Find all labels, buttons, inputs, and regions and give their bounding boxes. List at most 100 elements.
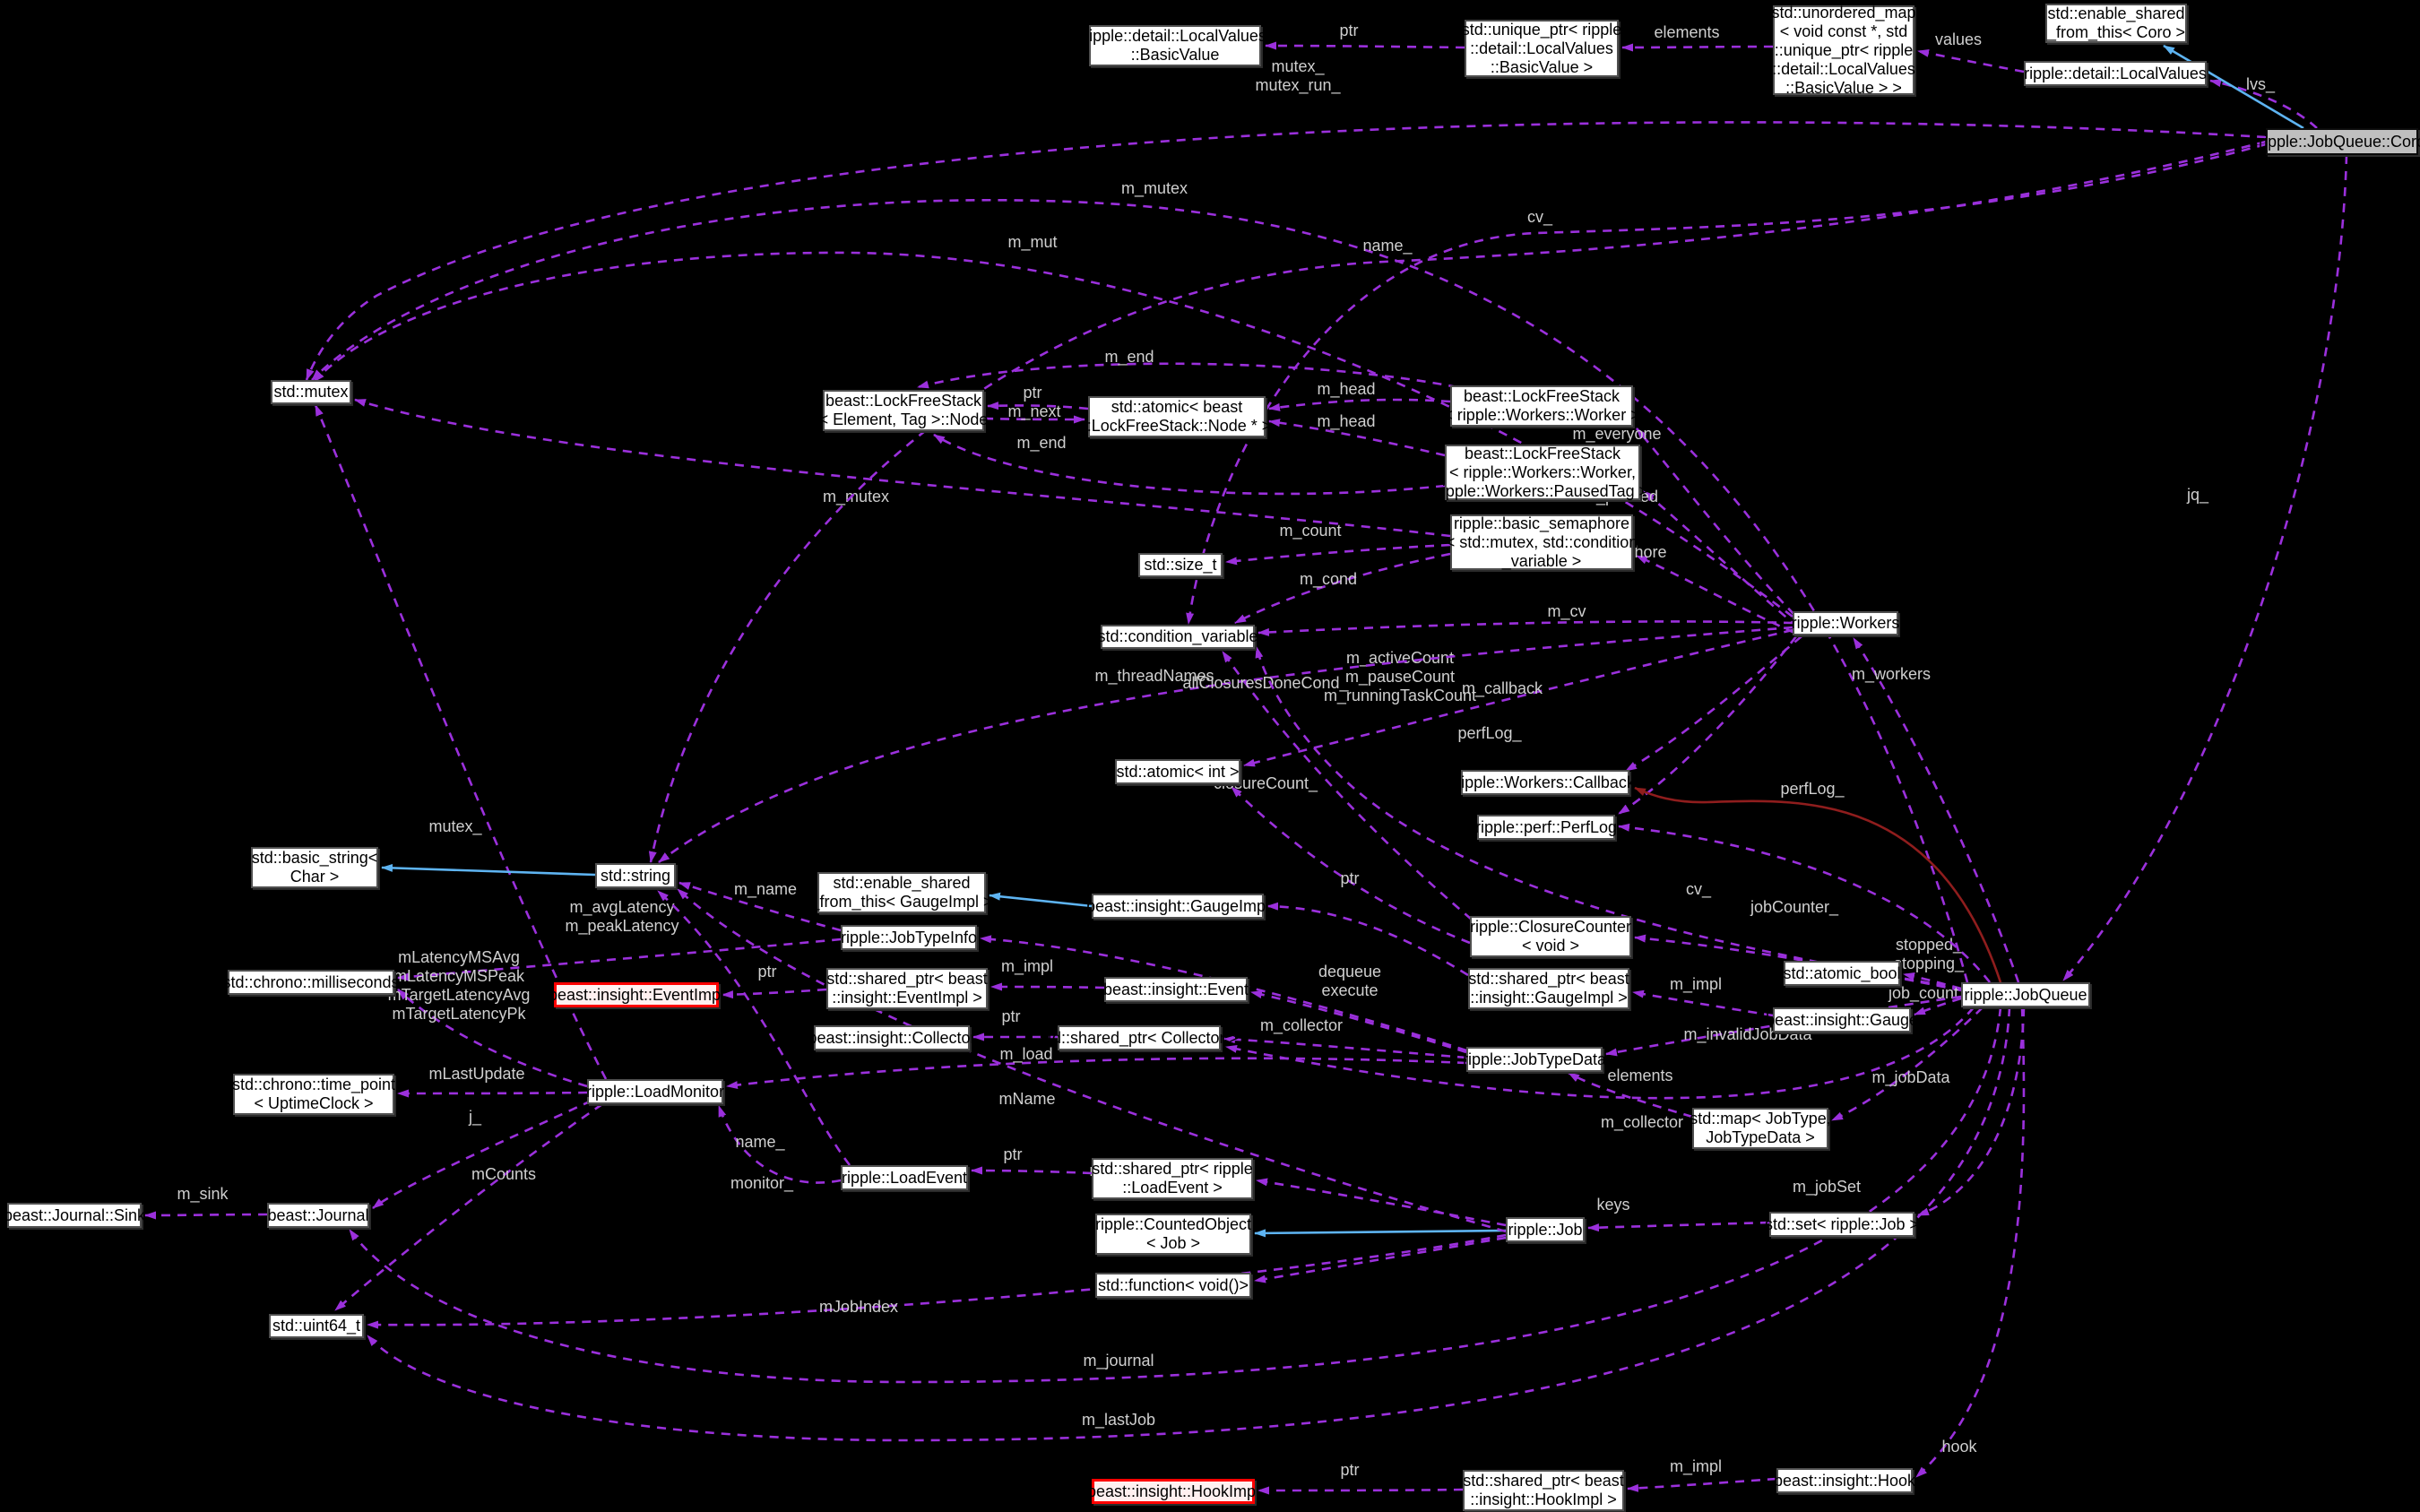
class-node-counted_object[interactable]: ripple::CountedObject< Job > (1095, 1214, 1251, 1255)
edge-label-m_end: m_end (1016, 434, 1066, 453)
class-node-label: ::LoadEvent > (1122, 1179, 1223, 1197)
class-node-label: std::mutex (273, 383, 349, 401)
edge-std_string-basic_string (381, 863, 596, 877)
edge-label-m_mutex: m_mutex (1121, 179, 1188, 198)
class-node-uint64[interactable]: std::uint64_t (269, 1314, 364, 1338)
class-node-sp_collector[interactable]: std::shared_ptr< Collector > (1040, 1025, 1239, 1050)
edge-coro-local_values (2209, 79, 2318, 129)
class-node-label: ripple::detail::LocalValues (2024, 64, 2207, 82)
edge-label-mutex_: mutex_mutex_run_ (1255, 57, 1341, 95)
edge-label-ptr: ptr (1003, 1145, 1022, 1163)
class-node-time_point[interactable]: std::chrono::time_point< UptimeClock > (232, 1074, 395, 1115)
class-node-label: beast::insight::Event (1102, 980, 1249, 998)
edge-job_queue-sp_collector (1225, 1007, 1975, 1100)
class-node-sp_hook_impl[interactable]: std::shared_ptr< beast::insight::HookImp… (1463, 1470, 1624, 1511)
class-node-label: ripple::CountedObject (1094, 1215, 1252, 1233)
edge-closure_counter-condition_variable (1221, 651, 1473, 920)
class-node-label: beast::insight::EventImpl (548, 985, 725, 1004)
class-node-label: std::chrono::milliseconds (222, 972, 400, 991)
edge-coro-job_queue (2062, 154, 2348, 981)
class-node-sp_event_impl[interactable]: std::shared_ptr< beast::insight::EventIm… (826, 968, 988, 1009)
class-node-closure_counter[interactable]: ripple::ClosureCounter< void > (1470, 916, 1631, 957)
edge-label-elements: elements (1654, 23, 1719, 41)
class-node-job_type_info[interactable]: ripple::JobTypeInfo (841, 925, 977, 950)
edge-local_values-unordered_map (1917, 48, 2025, 73)
class-node-hook_impl[interactable]: beast::insight::HookImpl (1087, 1479, 1259, 1504)
class-node-std_mutex[interactable]: std::mutex (271, 380, 351, 404)
class-node-lfs_worker_paused[interactable]: beast::LockFreeStack< ripple::Workers::W… (1437, 444, 1648, 500)
class-node-load_monitor[interactable]: ripple::LoadMonitor (586, 1079, 724, 1104)
class-node-load_event[interactable]: ripple::LoadEvent (841, 1165, 968, 1190)
edge-label-m_sink: m_sink (177, 1185, 229, 1204)
class-node-label: ripple::JobTypeData (1462, 1050, 1607, 1068)
class-node-perf_log[interactable]: ripple::perf::PerfLog (1475, 815, 1617, 840)
edge-job_type_data-sp_collector (1223, 1035, 1467, 1059)
class-node-gauge[interactable]: beast::insight::Gauge (1766, 1007, 1918, 1032)
class-node-label: ripple::detail::LocalValues (1084, 27, 1266, 45)
class-node-job[interactable]: ripple::Job (1506, 1217, 1585, 1242)
class-node-lfs_node[interactable]: beast::LockFreeStack< Element, Tag >::No… (819, 390, 988, 431)
class-node-basic_value[interactable]: ripple::detail::LocalValues::BasicValue (1084, 25, 1266, 66)
class-node-size_t[interactable]: std::size_t (1138, 553, 1223, 577)
class-node-basic_string[interactable]: std::basic_string<Char > (251, 847, 378, 888)
class-node-label: beast::insight::Hook (1773, 1471, 1916, 1490)
class-node-map_jobtype[interactable]: std::map< JobType,JobTypeData > (1690, 1108, 1831, 1149)
edge-unique_ptr_bv-basic_value (1265, 41, 1465, 50)
class-node-condition_variable[interactable]: std::condition_variable (1097, 625, 1258, 649)
edge-label-m_jobData: m_jobData (1871, 1068, 1950, 1087)
class-node-job_type_data[interactable]: ripple::JobTypeData (1462, 1047, 1607, 1072)
edge-label-m_journal: m_journal (1083, 1352, 1154, 1370)
class-node-label: std::set< ripple::Job > (1764, 1214, 1920, 1233)
edge-load_monitor-uint64 (334, 1102, 603, 1311)
class-node-atomic_bool[interactable]: std::atomic_bool (1783, 961, 1901, 986)
class-node-basic_semaphore[interactable]: ripple::basic_semaphore< std::mutex, std… (1446, 514, 1638, 570)
class-node-sp_gauge_impl[interactable]: std::shared_ptr< beast::insight::GaugeIm… (1468, 968, 1629, 1009)
edge-workers-lfs_worker (1636, 428, 1795, 616)
edge-load_event-std_string (657, 890, 851, 1166)
class-node-label: _variable > (1501, 551, 1582, 570)
class-node-label: ripple::basic_semaphore (1453, 514, 1630, 532)
class-node-function_void[interactable]: std::function< void()> (1095, 1273, 1251, 1298)
class-node-label: std::shared_ptr< Collector > (1039, 1028, 1240, 1047)
class-node-lfs_worker[interactable]: beast::LockFreeStack< ripple::Workers::W… (1443, 385, 1640, 427)
edge-job_queue-condition_variable (1255, 646, 1962, 990)
class-node-label: std::enable_shared (2047, 4, 2185, 22)
class-node-job_queue[interactable]: ripple::JobQueue (1961, 982, 2090, 1007)
class-node-workers[interactable]: ripple::Workers (1792, 611, 1899, 635)
class-node-unordered_map[interactable]: std::unordered_map< void const *, std::u… (1771, 4, 1915, 97)
class-node-label: ::BasicValue (1130, 46, 1220, 64)
edge-coro-condition_variable (1186, 143, 2267, 625)
class-node-enable_shared_gauge[interactable]: std::enable_shared_from_this< GaugeImpl … (810, 872, 993, 913)
edge-label-m_end: m_end (1104, 348, 1154, 367)
class-node-atomic_int[interactable]: std::atomic< int > (1115, 759, 1240, 784)
class-node-event_impl[interactable]: beast::insight::EventImpl (549, 982, 724, 1007)
class-node-std_string[interactable]: std::string (595, 863, 676, 888)
class-node-journal_sink[interactable]: beast::Journal::Sink (4, 1203, 145, 1228)
class-node-set_job[interactable]: std::set< ripple::Job > (1765, 1212, 1919, 1237)
class-node-journal[interactable]: beast::Journal (267, 1203, 369, 1228)
class-node-milliseconds[interactable]: std::chrono::milliseconds (222, 970, 400, 995)
class-node-coro[interactable]: ripple::JobQueue::Coro (2259, 128, 2420, 155)
class-node-event[interactable]: beast::insight::Event (1102, 977, 1249, 1002)
class-node-unique_ptr_bv[interactable]: std::unique_ptr< ripple::detail::LocalVa… (1462, 20, 1621, 77)
edge-label-allClosuresDoneCond_: allClosuresDoneCond_ (1182, 674, 1349, 693)
class-node-local_values[interactable]: ripple::detail::LocalValues (2024, 61, 2207, 86)
class-node-label: ripple::JobQueue (1964, 985, 2087, 1004)
edge-label-ptr: ptr (1001, 1007, 1020, 1025)
edge-label-m_impl: m_impl (1001, 957, 1053, 976)
edge-label-ptr: ptr (1340, 869, 1359, 887)
class-node-workers_callback[interactable]: ripple::Workers::Callback (1456, 770, 1635, 795)
class-node-collector[interactable]: beast::insight::Collector (808, 1025, 976, 1050)
class-node-label: beast::LockFreeStack (1464, 444, 1621, 462)
class-node-atomic_lfs[interactable]: std::atomic< beast::LockFreeStack::Node … (1083, 396, 1271, 437)
edge-label-jq_: jq_ (2186, 486, 2209, 505)
class-node-label: std::shared_ptr< ripple (1092, 1160, 1253, 1178)
class-node-hook[interactable]: beast::insight::Hook (1773, 1468, 1916, 1493)
class-node-enable_shared_coro[interactable]: std::enable_shared_from_this< Coro > (2045, 4, 2187, 43)
edge-job_type_info-std_string (678, 881, 842, 932)
class-node-label: ::unique_ptr< ripple (1774, 40, 1914, 59)
edge-label-perfLog_: perfLog_ (1457, 724, 1522, 743)
class-node-sp_load_event[interactable]: std::shared_ptr< ripple::LoadEvent > (1092, 1158, 1253, 1199)
class-node-gauge_impl[interactable]: beast::insight::GaugeImpl (1086, 894, 1269, 919)
